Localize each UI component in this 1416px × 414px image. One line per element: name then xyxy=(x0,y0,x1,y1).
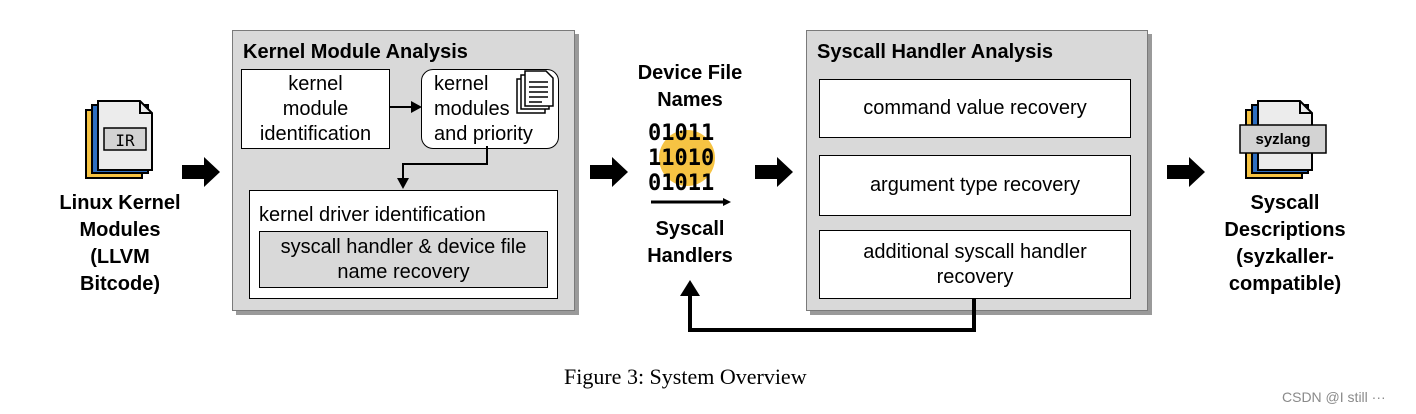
figure-caption: Figure 3: System Overview xyxy=(564,364,807,389)
binary-code-text: 01011 11010 01011 xyxy=(648,121,715,196)
output-label: Syscall Descriptions (syzkaller- compati… xyxy=(1224,192,1346,295)
device-file-names-label: Device File Names xyxy=(637,62,743,111)
argument-type-recovery-box: argument type recovery xyxy=(819,155,1131,216)
binary-code-icon xyxy=(651,130,731,206)
kernel-module-identification-box: kernel module identification xyxy=(241,69,390,149)
modules-to-driver-arrow xyxy=(397,146,488,189)
syzlang-icon-text: syzlang xyxy=(1255,131,1311,148)
feedback-loop-arrow xyxy=(680,280,976,332)
command-value-recovery-box: command value recovery xyxy=(819,79,1131,138)
flow-arrow-2 xyxy=(590,157,628,187)
flow-arrow-1 xyxy=(182,157,220,187)
flow-arrow-4 xyxy=(1167,157,1205,187)
syscall-handler-device-file-recovery-box: syscall handler & device file name recov… xyxy=(259,231,548,288)
identification-to-modules-arrow xyxy=(389,101,422,113)
document-stack-icon xyxy=(516,70,554,114)
kernel-module-analysis-title: Kernel Module Analysis xyxy=(243,41,468,63)
syzlang-document-stack-icon xyxy=(1239,100,1327,179)
input-label: Linux Kernel Modules (LLVM Bitcode) xyxy=(59,192,181,295)
syscall-handler-analysis-title: Syscall Handler Analysis xyxy=(817,41,1054,63)
ir-icon-text: IR xyxy=(115,131,135,150)
watermark: CSDN @I still ··· xyxy=(1282,389,1386,405)
flow-arrow-3 xyxy=(755,157,793,187)
syscall-handlers-label: Syscall Handlers xyxy=(647,218,733,267)
additional-syscall-handler-recovery-box: additional syscall handler recovery xyxy=(819,230,1131,299)
ir-document-stack-icon xyxy=(85,100,153,179)
kernel-driver-identification-label: kernel driver identification xyxy=(259,204,486,226)
